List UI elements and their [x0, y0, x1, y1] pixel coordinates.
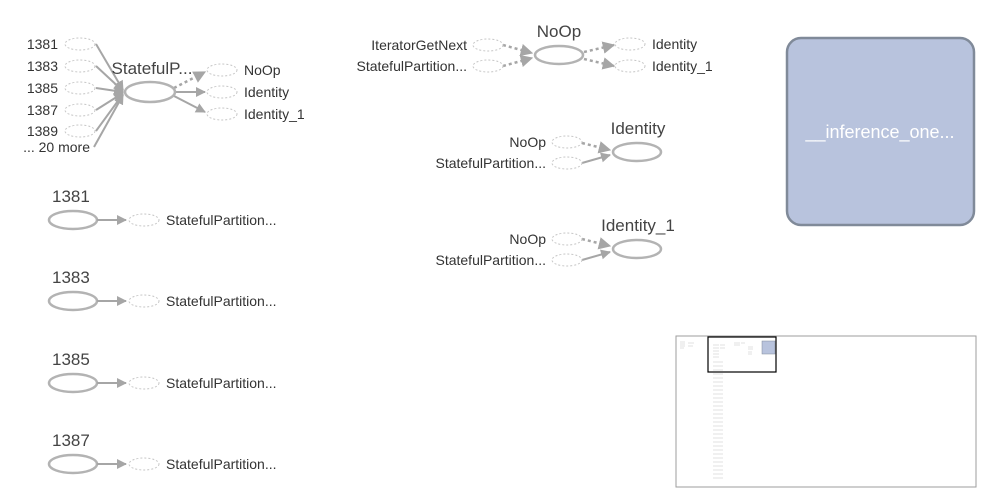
identity-1-center-node[interactable]: Identity_1 [601, 216, 675, 260]
center-label: Identity [611, 119, 666, 138]
identity-cluster: NoOp StatefulPartition... Identity [435, 119, 665, 171]
output-label: Identity_1 [244, 106, 305, 122]
const-ellipse [47, 372, 99, 394]
const-node-1385[interactable]: 1385 StatefulPartition... [47, 350, 277, 394]
partition-output-edges [173, 70, 207, 113]
input-label: IteratorGetNext [371, 37, 467, 53]
const-label: 1387 [52, 431, 90, 450]
identity-1-input-statefulpartition[interactable]: StatefulPartition... [435, 252, 583, 268]
target-label: StatefulPartition... [166, 212, 277, 228]
const-ellipse [47, 290, 99, 312]
const-ellipse [47, 209, 99, 231]
output-node-identity-1[interactable]: Identity_1 [206, 106, 305, 122]
partition-cluster: 1381 1383 1385 1387 1389 ... 20 more Sta… [23, 36, 305, 155]
meta-node-label: __inference_one... [804, 122, 954, 143]
input-ellipse [64, 81, 96, 95]
center-ellipse [611, 238, 663, 260]
output-ellipse [614, 59, 646, 73]
input-ellipse [64, 59, 96, 73]
output-label: Identity_1 [652, 58, 713, 74]
input-ellipse [64, 103, 96, 117]
noop-output-identity-1[interactable]: Identity_1 [614, 58, 713, 74]
input-node-1389[interactable]: 1389 [27, 123, 96, 139]
input-label: NoOp [509, 231, 546, 247]
inference-meta-node[interactable]: __inference_one... [785, 36, 976, 227]
target-ellipse [128, 457, 160, 471]
input-ellipse [551, 232, 583, 246]
target-ellipse [128, 294, 160, 308]
identity-1-input-noop[interactable]: NoOp [509, 231, 583, 247]
output-ellipse [206, 85, 238, 99]
noop-output-identity[interactable]: Identity [614, 36, 697, 52]
noop-input-iteratorgetnext[interactable]: IteratorGetNext [371, 37, 504, 53]
output-label: NoOp [244, 62, 281, 78]
target-label: StatefulPartition... [166, 293, 277, 309]
input-label: 1385 [27, 80, 58, 96]
center-label: NoOp [537, 22, 581, 41]
output-ellipse [206, 107, 238, 121]
const-node-1387[interactable]: 1387 StatefulPartition... [47, 431, 277, 475]
input-node-1387[interactable]: 1387 [27, 102, 96, 118]
const-label: 1383 [52, 268, 90, 287]
output-node-identity[interactable]: Identity [206, 84, 289, 100]
minimap[interactable] [675, 335, 977, 488]
input-label: 1387 [27, 102, 58, 118]
output-node-noop[interactable]: NoOp [206, 62, 281, 78]
noop-input-statefulpartition[interactable]: StatefulPartition... [356, 58, 504, 74]
noop-cluster: IteratorGetNext StatefulPartition... NoO… [356, 22, 712, 74]
input-ellipse [551, 253, 583, 267]
input-ellipse [64, 37, 96, 51]
input-ellipse [551, 135, 583, 149]
input-ellipse [472, 59, 504, 73]
identity-input-noop[interactable]: NoOp [509, 134, 583, 150]
more-inputs-label[interactable]: ... 20 more [23, 139, 90, 155]
const-node-1381[interactable]: 1381 StatefulPartition... [47, 187, 277, 231]
minimap-meta-thumb [761, 340, 776, 355]
identity-1-cluster: NoOp StatefulPartition... Identity_1 [435, 216, 674, 268]
partition-center-node[interactable]: StatefulP... [112, 59, 193, 104]
output-label: Identity [652, 36, 697, 52]
minimap-viewport[interactable] [707, 336, 777, 373]
input-label: 1381 [27, 36, 58, 52]
center-ellipse [123, 80, 177, 104]
const-ellipse [47, 453, 99, 475]
center-ellipse [611, 141, 663, 163]
target-ellipse [128, 213, 160, 227]
input-label: StatefulPartition... [356, 58, 467, 74]
meta-node-box [785, 36, 976, 227]
center-ellipse [533, 44, 585, 66]
input-label: StatefulPartition... [435, 155, 546, 171]
target-ellipse [128, 376, 160, 390]
noop-center-node[interactable]: NoOp [533, 22, 585, 66]
const-label: 1385 [52, 350, 90, 369]
center-label: Identity_1 [601, 216, 675, 235]
input-label: 1389 [27, 123, 58, 139]
input-ellipse [64, 124, 96, 138]
const-node-1383[interactable]: 1383 StatefulPartition... [47, 268, 277, 312]
input-label: 1383 [27, 58, 58, 74]
output-ellipse [206, 63, 238, 77]
input-label: NoOp [509, 134, 546, 150]
input-ellipse [472, 38, 504, 52]
target-label: StatefulPartition... [166, 375, 277, 391]
identity-input-statefulpartition[interactable]: StatefulPartition... [435, 155, 583, 171]
input-node-1383[interactable]: 1383 [27, 58, 96, 74]
input-node-1385[interactable]: 1385 [27, 80, 96, 96]
minimap-frame [675, 335, 977, 488]
input-ellipse [551, 156, 583, 170]
center-label: StatefulP... [112, 59, 193, 78]
const-label: 1381 [52, 187, 90, 206]
partition-input-edges [93, 43, 124, 148]
identity-center-node[interactable]: Identity [611, 119, 666, 163]
minimap-thumbnail [680, 341, 753, 479]
output-ellipse [614, 37, 646, 51]
input-label: StatefulPartition... [435, 252, 546, 268]
target-label: StatefulPartition... [166, 456, 277, 472]
output-label: Identity [244, 84, 289, 100]
input-node-1381[interactable]: 1381 [27, 36, 96, 52]
